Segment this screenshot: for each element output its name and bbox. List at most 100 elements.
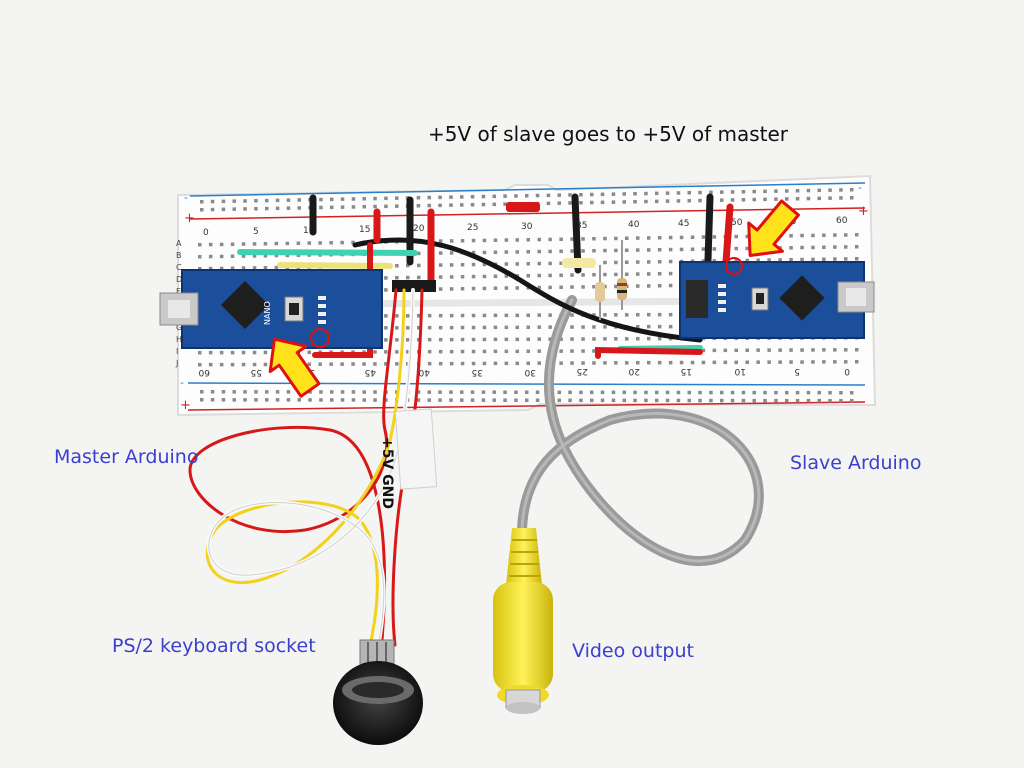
breadboard-hole — [636, 248, 640, 252]
breadboard-hole — [817, 188, 821, 193]
breadboard-hole — [811, 233, 815, 238]
breadboard-hole — [417, 251, 421, 256]
breadboard-hole — [460, 263, 465, 267]
breadboard-hole — [319, 205, 323, 210]
breadboard-hole — [221, 398, 226, 402]
breadboard-hole — [198, 243, 202, 247]
breadboard-hole — [241, 254, 246, 258]
breadboard-hole — [687, 398, 691, 403]
breadboard-hole — [668, 283, 673, 288]
breadboard-hole — [265, 206, 269, 211]
breadboard-hole — [785, 390, 789, 395]
breadboard-hole — [592, 237, 596, 241]
breadboard-hole — [395, 196, 399, 200]
breadboard-hole — [362, 390, 366, 394]
breadboard-hole — [449, 203, 453, 207]
column-number: 55 — [251, 367, 262, 377]
breadboard-hole — [647, 360, 651, 365]
breadboard-hole — [482, 313, 487, 318]
breadboard-hole — [568, 398, 572, 403]
breadboard-hole — [252, 362, 257, 367]
column-number: 10 — [303, 226, 315, 236]
breadboard-hole — [698, 390, 702, 395]
highlight-circle-master — [310, 328, 330, 348]
breadboard-hole — [712, 348, 717, 353]
breadboard-hole — [741, 190, 746, 194]
row-letter: D — [176, 275, 182, 284]
breadboard-hole — [471, 337, 476, 342]
breadboard-hole — [460, 313, 465, 318]
breadboard-hole — [822, 360, 826, 364]
breadboard-hole — [470, 203, 475, 207]
breadboard-hole — [481, 194, 486, 199]
column-number: 60 — [198, 367, 210, 377]
breadboard-hole — [690, 247, 695, 251]
breadboard-hole — [745, 258, 749, 263]
breadboard-hole — [647, 312, 651, 317]
breadboard-hole — [395, 276, 399, 280]
breadboard-hole — [417, 326, 421, 330]
breadboard-hole — [504, 313, 509, 318]
breadboard-hole — [778, 348, 782, 352]
breadboard-hole — [296, 241, 301, 245]
breadboard-hole — [308, 390, 312, 394]
breadboard-hole — [789, 258, 793, 262]
breadboard-hole — [647, 324, 651, 329]
breadboard-hole — [395, 326, 399, 330]
breadboard-hole — [471, 262, 476, 267]
column-number: 30 — [521, 222, 533, 232]
microcontroller-chip-icon — [220, 280, 270, 330]
breadboard-hole — [526, 250, 530, 254]
breadboard-hole — [636, 284, 640, 288]
breadboard-hole — [230, 254, 235, 258]
breadboard-hole — [275, 198, 280, 203]
breadboard-hole — [636, 337, 640, 341]
breadboard-hole — [600, 398, 605, 403]
breadboard-hole — [752, 197, 756, 202]
column-number: 40 — [628, 220, 640, 230]
column-number: 45 — [365, 367, 376, 377]
breadboard-hole — [657, 236, 662, 240]
breadboard-hole — [676, 199, 681, 203]
breadboard-hole — [340, 240, 344, 245]
breadboard-hole — [579, 193, 583, 197]
breadboard-hole — [340, 398, 345, 402]
breadboard-hole — [297, 198, 301, 202]
slave-arduino-board — [679, 261, 875, 339]
breadboard-hole — [515, 262, 519, 266]
breadboard-hole — [625, 337, 629, 341]
breadboard-hole — [460, 349, 465, 354]
breadboard-hole — [198, 267, 202, 271]
breadboard-hole — [515, 361, 519, 366]
breadboard-hole — [548, 237, 552, 242]
breadboard-hole — [734, 348, 738, 353]
rail-minus-symbol-right: - — [858, 181, 862, 194]
breadboard-hole — [208, 350, 213, 355]
breadboard-hole — [460, 398, 464, 402]
breadboard-hole — [471, 274, 476, 279]
breadboard-hole — [200, 200, 204, 204]
breadboard-hole — [384, 326, 388, 330]
breadboard-hole — [219, 242, 224, 247]
breadboard-hole — [514, 390, 518, 394]
column-number: 25 — [467, 223, 478, 233]
breadboard-hole — [427, 349, 432, 354]
breadboard-hole — [763, 189, 767, 194]
breadboard-hole — [438, 251, 443, 255]
rail-plus-symbol-bottom: + — [180, 398, 191, 413]
breadboard-hole — [514, 194, 518, 198]
breadboard-hole — [384, 362, 388, 366]
breadboard-hole — [614, 236, 618, 241]
breadboard-hole — [210, 207, 215, 212]
breadboard-hole — [330, 205, 334, 210]
breadboard-hole — [839, 391, 843, 395]
breadboard-hole — [734, 258, 738, 263]
usb-port-icon — [159, 292, 199, 326]
breadboard-hole — [384, 288, 388, 292]
breadboard-hole — [318, 362, 322, 366]
breadboard-hole — [752, 390, 756, 395]
breadboard-hole — [230, 350, 235, 355]
breadboard-hole — [208, 266, 213, 271]
top-blue-rail — [189, 182, 866, 197]
